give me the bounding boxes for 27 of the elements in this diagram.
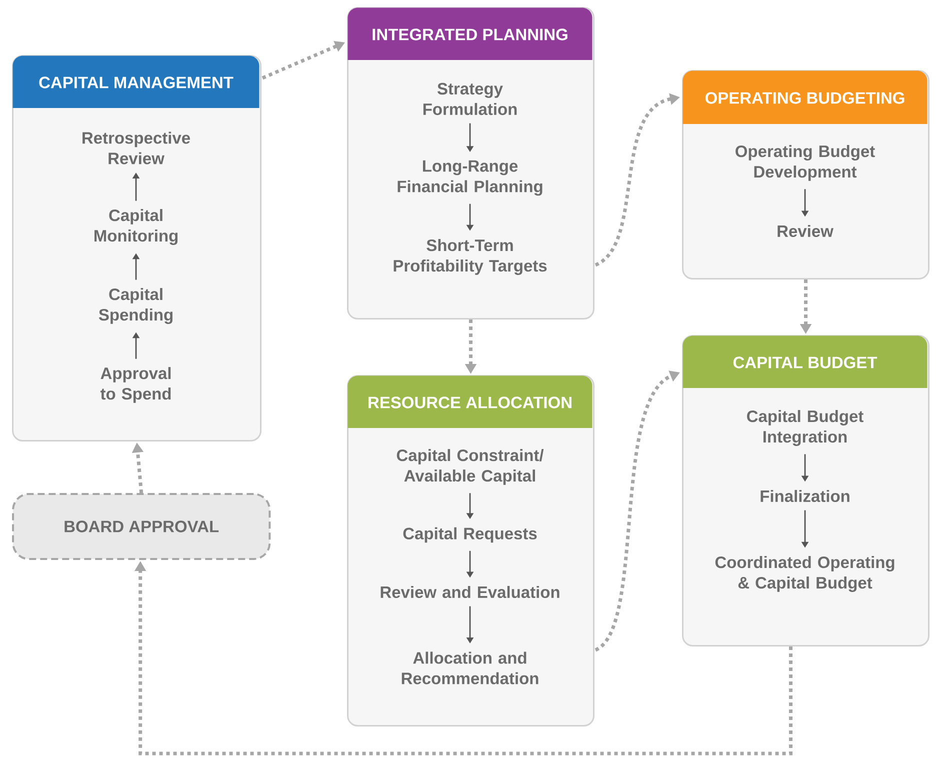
step-text: Capital Constraint/ Available Capital	[396, 449, 544, 485]
step-text: Capital Spending	[98, 288, 172, 324]
card	[347, 7, 594, 320]
step-text: Operating Budget Development	[736, 145, 875, 181]
step-text: Coordinated Operating & Capital Budget	[715, 556, 894, 592]
card-header: OPERATING BUDGETING	[682, 70, 928, 124]
card	[347, 375, 594, 726]
step-text: Capital Budget Integration	[747, 410, 864, 446]
card-header: RESOURCE ALLOCATION	[348, 376, 592, 428]
card-header: INTEGRATED PLANNING	[348, 8, 592, 60]
step-text: Finalization	[760, 490, 850, 502]
step-text: Long-Range Financial Planning	[398, 160, 542, 196]
card	[682, 70, 930, 280]
card-header: CAPITAL MANAGEMENT	[12, 56, 260, 108]
card	[12, 55, 262, 442]
step-text: Review	[778, 224, 834, 238]
step-text: Short-Term Profitability Targets	[394, 239, 547, 275]
card-header: CAPITAL BUDGET	[682, 336, 928, 388]
dashed-box: BOARD APPROVAL	[12, 493, 271, 560]
step-text: Approval to Spend	[100, 367, 171, 403]
step-text: Strategy Formulation	[423, 82, 517, 116]
step-text: Capital Monitoring	[94, 209, 178, 245]
step-text: Review and Evaluation	[380, 586, 560, 598]
step-text: Allocation and Recommendation	[402, 652, 538, 684]
card	[682, 335, 930, 646]
step-text: Capital Requests	[403, 527, 537, 543]
step-text: Retrospective Review	[82, 132, 190, 164]
